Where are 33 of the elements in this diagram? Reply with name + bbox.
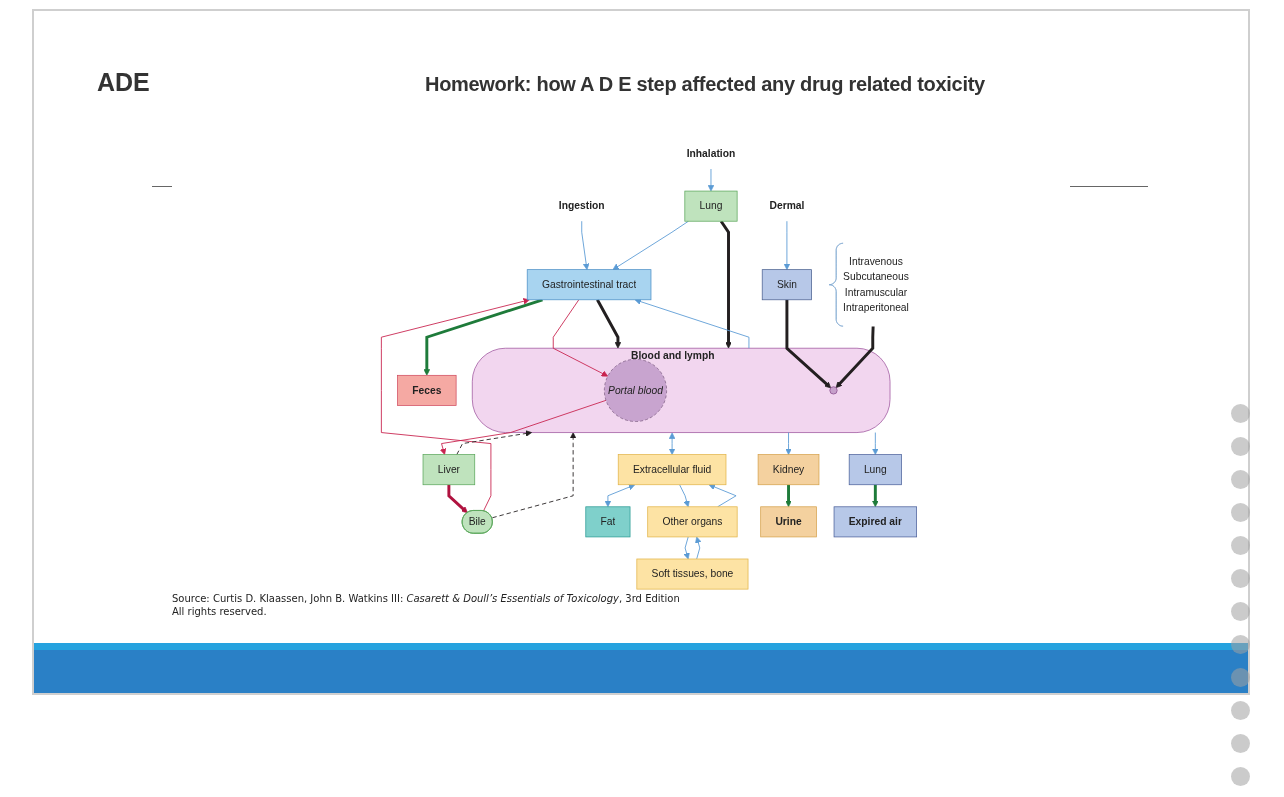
arrow [785, 299, 832, 389]
slide-title: ADE [97, 68, 150, 97]
copyright-note: All rights reserved. [172, 606, 267, 617]
process-box: Soft tissues, bone [636, 558, 749, 590]
process-box: Skin [761, 269, 812, 301]
output-box: Urine [760, 506, 817, 538]
oval-node: Bile [461, 510, 493, 534]
output-box: Expired air [833, 506, 917, 538]
process-box: Other organs [647, 506, 738, 538]
arrow [785, 484, 792, 508]
arrow [423, 298, 543, 376]
dashed-circle: Portal blood [603, 358, 667, 422]
route-label: Inhalation [686, 147, 736, 160]
bracketed-list: Intravenous Subcutaneous Intramuscular Intraperitoneal [828, 242, 909, 327]
arrow [719, 220, 732, 349]
process-box: Fat [585, 506, 631, 538]
process-box: Extracellular fluid [617, 454, 727, 486]
arrow [835, 326, 875, 388]
process-box: Gastrointestinal tract [526, 269, 652, 301]
output-box: Feces [397, 374, 457, 406]
source-caption: Source: Curtis D. Klaassen, John B. Watkins III: Casarett & Doull’s Essentials of Toxicology, 3rd Edition [172, 593, 680, 604]
route-label: Ingestion [558, 199, 605, 212]
homework-heading: Homework: how A D E step affected any drug related toxicity [425, 73, 985, 96]
process-box: Kidney [757, 454, 820, 486]
process-box: Lung [684, 190, 738, 222]
arrow [447, 484, 468, 514]
arrow [596, 299, 622, 349]
route-label: Dermal [769, 199, 805, 212]
process-box: Liver [422, 454, 476, 486]
process-box: Lung [848, 454, 902, 486]
circle [829, 386, 838, 395]
arrow [872, 484, 879, 508]
double-arrow [668, 432, 676, 455]
